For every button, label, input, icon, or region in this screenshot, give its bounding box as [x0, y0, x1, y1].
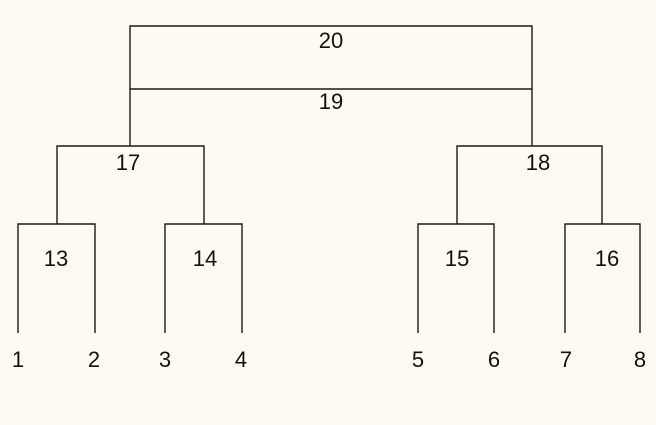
node-label-17: 17 [116, 150, 140, 175]
node-label-14: 14 [193, 246, 217, 271]
leaf-label-8: 8 [634, 347, 646, 372]
leaf-label-3: 3 [159, 347, 171, 372]
cluster-20-bracket [129, 25, 533, 89]
cluster-18-bracket [456, 145, 603, 224]
cluster-13-bracket [17, 223, 96, 333]
leaf-label-1: 1 [12, 347, 24, 372]
leaf-label-5: 5 [412, 347, 424, 372]
cluster-19-bracket [129, 88, 533, 146]
cluster-16-bracket [564, 223, 641, 333]
leaf-label-6: 6 [488, 347, 500, 372]
node-label-15: 15 [445, 246, 469, 271]
node-label-19: 19 [319, 89, 343, 114]
node-label-16: 16 [595, 246, 619, 271]
cluster-14-bracket [164, 223, 243, 333]
cluster-15-bracket [417, 223, 495, 333]
node-label-20: 20 [319, 28, 343, 53]
leaf-label-4: 4 [235, 347, 247, 372]
leaf-label-7: 7 [560, 347, 572, 372]
node-label-18: 18 [526, 150, 550, 175]
node-label-13: 13 [44, 246, 68, 271]
leaf-label-2: 2 [88, 347, 100, 372]
